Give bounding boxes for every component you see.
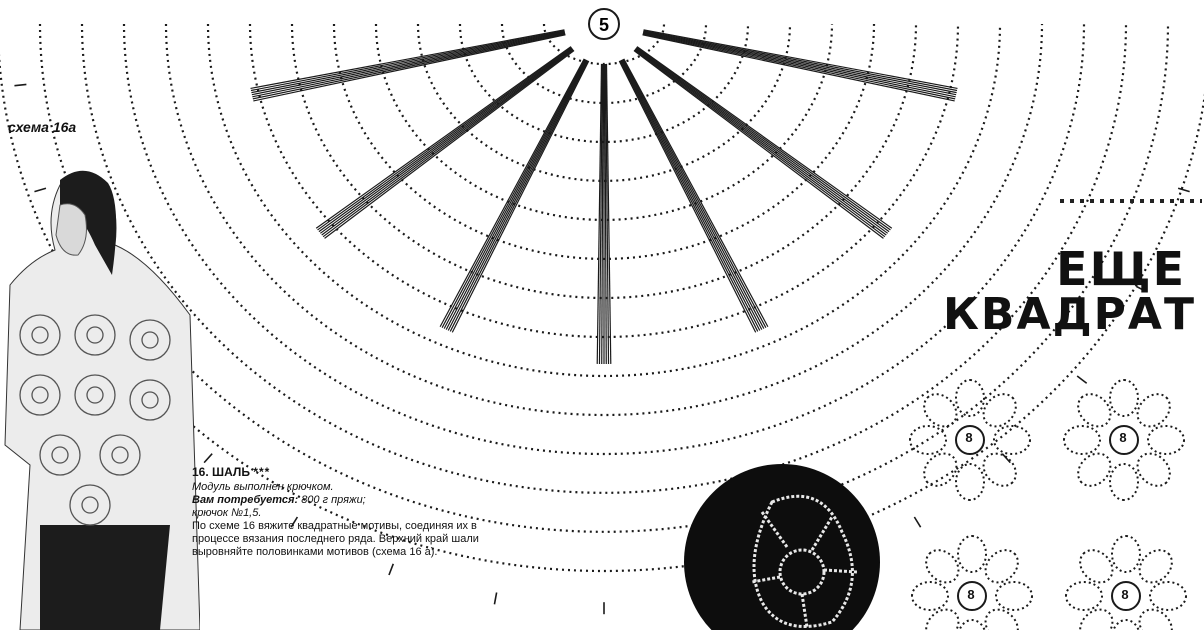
materials-label: Вам потребуется: [192,494,298,506]
chart-center-number: 5 [599,15,609,35]
pattern-info: 16. ШАЛЬ *** Модуль выполнен крючком. Ва… [192,466,522,559]
square-motif-chart [890,362,1204,630]
motif-number-1: 8 [958,430,980,445]
dotted-rule [1058,198,1204,204]
model-photo [0,165,200,630]
chart-spokes [251,30,958,364]
pattern-title: 16. ШАЛЬ *** [192,466,522,479]
motif-number-4: 8 [1114,587,1136,602]
materials: 800 г пряжи; [301,494,366,506]
headline-line-2: КВАДРАТ [943,292,1196,338]
motif-photo [682,462,882,630]
motif-number-2: 8 [1112,430,1134,445]
difficulty-stars: *** [253,465,270,479]
pattern-name: ШАЛЬ [212,465,250,479]
pattern-technique: Модуль выполнен крючком. [192,481,522,494]
hook-size: крючок №1,5. [192,507,522,520]
pattern-number: 16. [192,465,209,479]
scheme-label: схема 16а [8,119,76,135]
headline-line-1: ЕЩЕ [1056,246,1186,292]
motif-number-3: 8 [960,587,982,602]
pattern-instructions: По схеме 16 вяжите квадратные мотивы, со… [192,520,522,559]
